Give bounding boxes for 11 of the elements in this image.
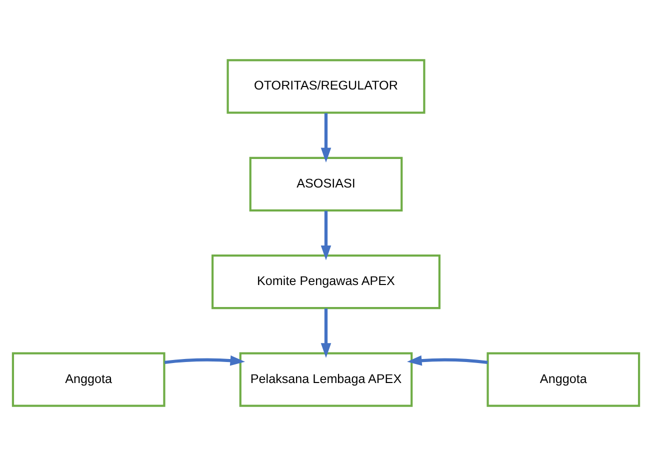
node-box: Komite Pengawas APEX [212, 254, 440, 309]
node-box: Pelaksana Lembaga APEX [239, 352, 413, 406]
node-box: OTORITAS/REGULATOR [226, 58, 426, 114]
node-box: Anggota [486, 352, 640, 406]
arrow [320, 210, 332, 260]
arrow [164, 354, 246, 366]
arrow [320, 112, 332, 162]
node-box: ASOSIASI [249, 156, 403, 211]
arrow [407, 354, 488, 366]
node-box: Anggota [12, 352, 166, 406]
arrow [320, 308, 332, 358]
